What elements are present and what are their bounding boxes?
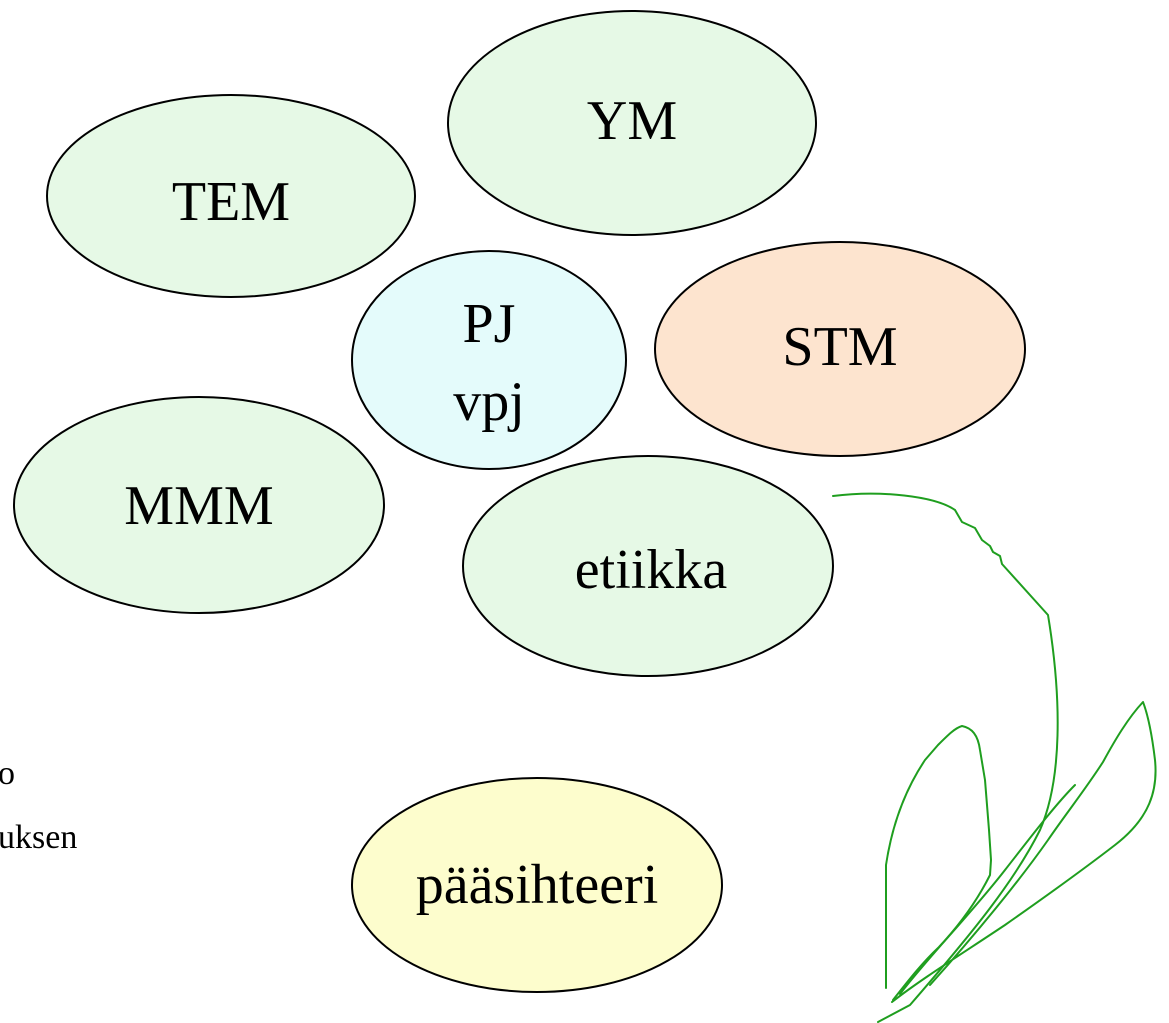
petal-mmm: MMM xyxy=(13,396,385,614)
petal-paasihteeri-label: pääsihteeri xyxy=(416,854,659,916)
petal-paasihteeri-shape xyxy=(351,777,723,993)
petal-ym: YM xyxy=(447,10,817,236)
leaf-left xyxy=(885,725,992,1001)
petal-paasihteeri: pääsihteeri xyxy=(351,777,723,993)
petal-mmm-shape xyxy=(13,396,385,614)
leaf-right xyxy=(891,701,1157,1003)
side-text-line1: o xyxy=(0,755,15,792)
petal-mmm-label: MMM xyxy=(124,475,273,537)
petal-stm: STM xyxy=(654,241,1026,457)
petal-center: PJ vpj xyxy=(351,250,627,470)
petal-ym-shape xyxy=(447,10,817,236)
petal-tem: TEM xyxy=(46,94,416,298)
petal-etiikka-shape xyxy=(462,455,834,677)
petal-etiikka: etiikka xyxy=(462,455,834,677)
side-text-line2: uksen xyxy=(0,819,77,856)
stem-line xyxy=(832,492,1059,1023)
petal-center-line1: PJ xyxy=(463,293,516,355)
petal-etiikka-label: etiikka xyxy=(575,539,728,601)
petal-tem-label: TEM xyxy=(172,171,290,233)
stem-and-leaves xyxy=(832,492,1157,1023)
petal-center-shape xyxy=(351,250,627,470)
petal-ym-label: YM xyxy=(587,90,677,152)
petal-center-line2: vpj xyxy=(453,371,525,433)
petal-tem-shape xyxy=(46,94,416,298)
leaf-mid-vein xyxy=(899,784,1076,995)
petal-stm-shape xyxy=(654,241,1026,457)
petal-stm-label: STM xyxy=(782,316,897,378)
